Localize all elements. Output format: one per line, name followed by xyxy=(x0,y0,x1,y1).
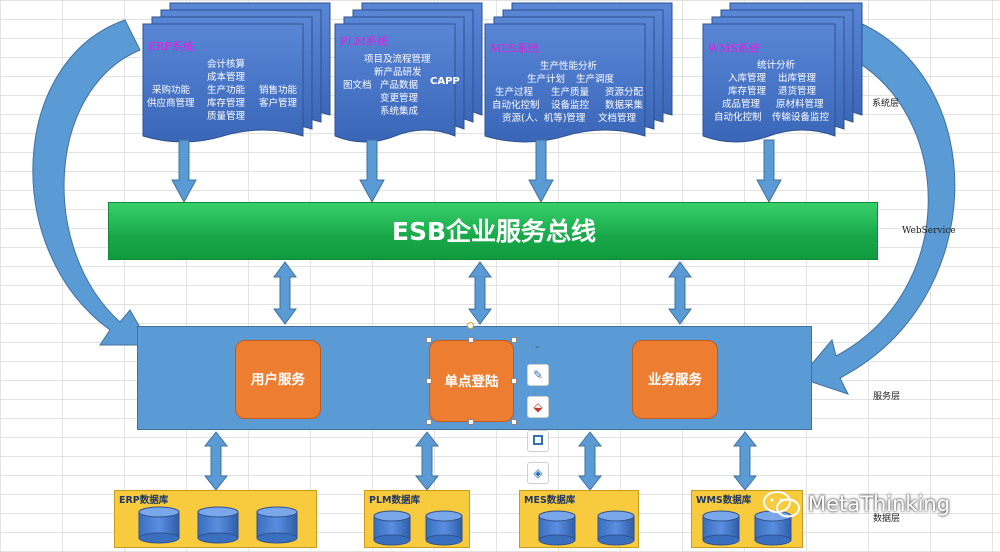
database-cylinder-icon xyxy=(702,510,740,546)
plm-database-title: PLM数据库 xyxy=(369,495,420,506)
mes-line: 生产计划 xyxy=(527,74,566,85)
resize-handle[interactable] xyxy=(511,419,517,425)
resize-handle[interactable] xyxy=(468,419,474,425)
mes-line: 生产性能分析 xyxy=(540,61,598,72)
database-cylinder-icon xyxy=(373,510,411,546)
database-cylinder-icon xyxy=(138,506,180,544)
fill-icon[interactable]: ⬙ xyxy=(527,396,549,418)
esb-bus: ESB企业服务总线 xyxy=(108,202,878,260)
esb-label: ESB企业服务总线 xyxy=(391,217,597,246)
data-layer-label: 数据层 xyxy=(873,514,901,524)
wms-line: 入库管理 xyxy=(728,73,767,84)
arrow-wms-esb xyxy=(756,139,782,204)
db-cylinder-group xyxy=(138,506,792,546)
arrow-plm-esb xyxy=(359,139,385,204)
watermark-text: MetaThinking xyxy=(808,492,951,516)
mes-line: 自动化控制 xyxy=(492,100,540,111)
resize-handle[interactable] xyxy=(511,378,517,384)
right-curved-arrow xyxy=(799,21,956,395)
mes-line: 数据采集 xyxy=(605,100,644,111)
layers-icon[interactable]: ◈ xyxy=(527,462,549,484)
wms-line: 原材料管理 xyxy=(776,99,824,110)
erp-line: 质量管理 xyxy=(207,111,246,122)
wms-line: 库存管理 xyxy=(728,86,767,97)
database-cylinder-icon xyxy=(256,506,298,544)
arrow-mes-esb xyxy=(528,139,554,204)
pen-icon[interactable]: ✎ xyxy=(527,364,549,386)
resize-handle[interactable] xyxy=(426,337,432,343)
erp-database-title: ERP数据库 xyxy=(119,495,169,506)
resize-handle[interactable] xyxy=(426,419,432,425)
arrow-esb-svc-2 xyxy=(468,261,492,325)
plm-line: 项目及流程管理 xyxy=(364,54,431,65)
left-curved-arrow xyxy=(32,19,151,346)
wms-doc-stack xyxy=(702,2,863,143)
arrow-esb-svc-1 xyxy=(273,261,297,325)
business-service-box: 业务服务 xyxy=(632,340,718,419)
mes-line: 资源(人、机等)管理 xyxy=(502,113,586,124)
erp-line: 会计核算 xyxy=(207,59,246,70)
erp-line: 生产功能 xyxy=(207,85,246,96)
database-cylinder-icon xyxy=(425,510,463,546)
mes-line: 生产质量 xyxy=(551,87,590,98)
plm-line: 系统集成 xyxy=(380,106,419,117)
toolbar-minus[interactable]: - xyxy=(535,340,539,353)
wms-title: WMS系统 xyxy=(708,42,761,55)
wms-database-title: WMS数据库 xyxy=(696,495,752,506)
plm-doc-stack xyxy=(334,2,483,143)
mes-line: 生产调度 xyxy=(576,74,615,85)
mes-database-title: MES数据库 xyxy=(524,495,576,506)
erp-line: 供应商管理 xyxy=(147,98,195,109)
mes-doc-stack xyxy=(484,2,673,143)
outline-icon[interactable] xyxy=(527,430,549,452)
user-service-box: 用户服务 xyxy=(235,340,321,419)
database-cylinder-icon xyxy=(538,510,576,546)
plm-line: 变更管理 xyxy=(380,93,419,104)
wms-line: 出库管理 xyxy=(778,73,817,84)
sso-service-box[interactable]: 单点登陆 xyxy=(429,340,514,422)
wms-line: 成品管理 xyxy=(722,99,761,110)
mes-line: 生产过程 xyxy=(495,87,534,98)
database-cylinder-icon xyxy=(197,506,239,544)
rotate-handle[interactable] xyxy=(467,322,474,329)
database-cylinder-icon xyxy=(754,510,792,546)
resize-handle[interactable] xyxy=(511,337,517,343)
mes-line: 资源分配 xyxy=(605,87,644,98)
erp-title: ERP系统 xyxy=(148,40,194,53)
plm-title: PLM系统 xyxy=(340,35,388,48)
wms-line: 自动化控制 xyxy=(714,112,762,123)
webservice-label: WebService xyxy=(902,226,956,236)
wms-line: 退货管理 xyxy=(778,86,817,97)
arrow-erp-esb xyxy=(171,139,197,204)
plm-line: 新产品研发 xyxy=(374,67,422,78)
system-layer-label: 系统层 xyxy=(872,99,900,109)
mes-line: 设备监控 xyxy=(551,100,590,111)
arrow-esb-svc-3 xyxy=(668,261,692,325)
erp-line: 库存管理 xyxy=(207,98,246,109)
wms-line: 统计分析 xyxy=(757,60,796,71)
erp-line: 客户管理 xyxy=(259,98,298,109)
resize-handle[interactable] xyxy=(426,378,432,384)
service-layer-label: 服务层 xyxy=(873,392,901,402)
erp-line: 销售功能 xyxy=(259,85,298,96)
mes-title: MES系统 xyxy=(490,42,539,55)
erp-line: 采购功能 xyxy=(152,85,191,96)
erp-doc-stack xyxy=(142,2,331,143)
resize-handle[interactable] xyxy=(468,337,474,343)
mes-line: 文档管理 xyxy=(598,113,637,124)
erp-line: 成本管理 xyxy=(207,72,246,83)
wechat-icon xyxy=(763,491,800,518)
plm-line: CAPP xyxy=(430,76,460,87)
plm-line: 产品数据 xyxy=(380,80,419,91)
wms-line: 传输设备监控 xyxy=(772,112,830,123)
database-cylinder-icon xyxy=(597,510,635,546)
plm-line: 图文档 xyxy=(343,80,372,91)
